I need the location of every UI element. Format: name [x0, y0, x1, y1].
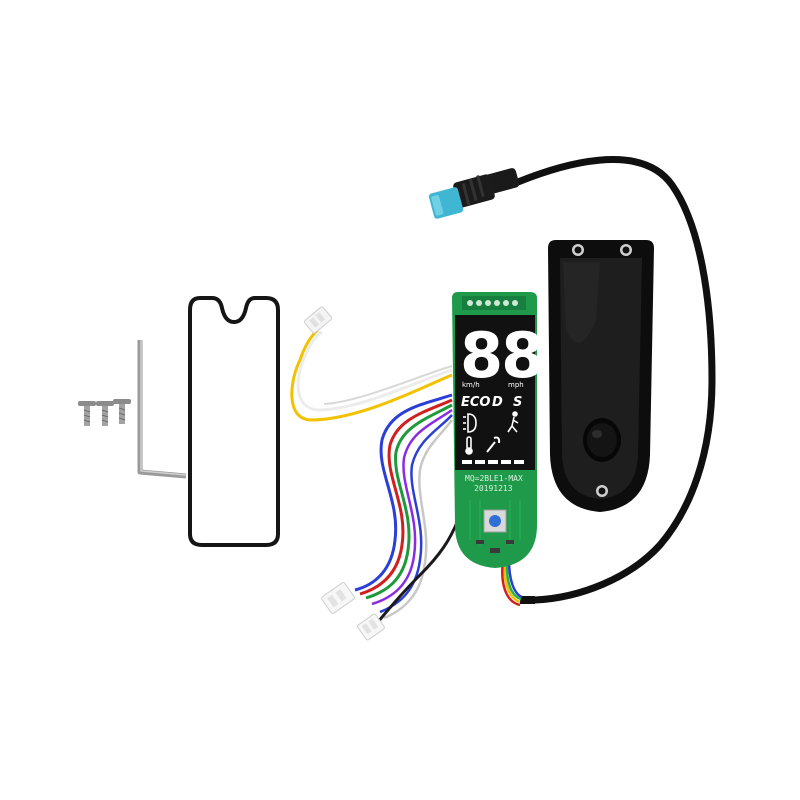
mode-s: S: [513, 395, 522, 410]
screw: [113, 399, 131, 424]
hex-key: [137, 340, 187, 479]
screw: [96, 401, 114, 426]
display-screen: [455, 315, 535, 470]
pcb-date-label: 20191213: [474, 484, 513, 493]
temperature-icon: [465, 436, 473, 455]
screw: [78, 401, 96, 426]
connector-white: [357, 613, 385, 641]
dashboard-pcb: 88 km/h mph ECO D S: [452, 292, 544, 568]
unit-kmh: km/h: [462, 381, 480, 389]
power-button[interactable]: [483, 509, 507, 533]
speed-digits: 88: [460, 319, 542, 392]
pcb-header-pads: [467, 300, 518, 306]
pcb-model-label: MQ=2BLE1-MAX: [465, 474, 523, 483]
connector-white: [321, 582, 355, 614]
rubber-gasket: [188, 296, 280, 547]
wrench-icon: [486, 436, 501, 453]
mode-d: D: [492, 395, 503, 410]
battery-bar: [462, 460, 524, 464]
blue-connector: [428, 168, 520, 219]
wire-harness: [290, 306, 460, 641]
mode-eco: ECO: [461, 395, 490, 410]
headlight-icon: [463, 413, 477, 433]
screws: [78, 399, 131, 426]
dashboard-cover: [548, 240, 654, 512]
walk-mode-icon: [507, 411, 519, 433]
unit-mph: mph: [508, 381, 524, 389]
